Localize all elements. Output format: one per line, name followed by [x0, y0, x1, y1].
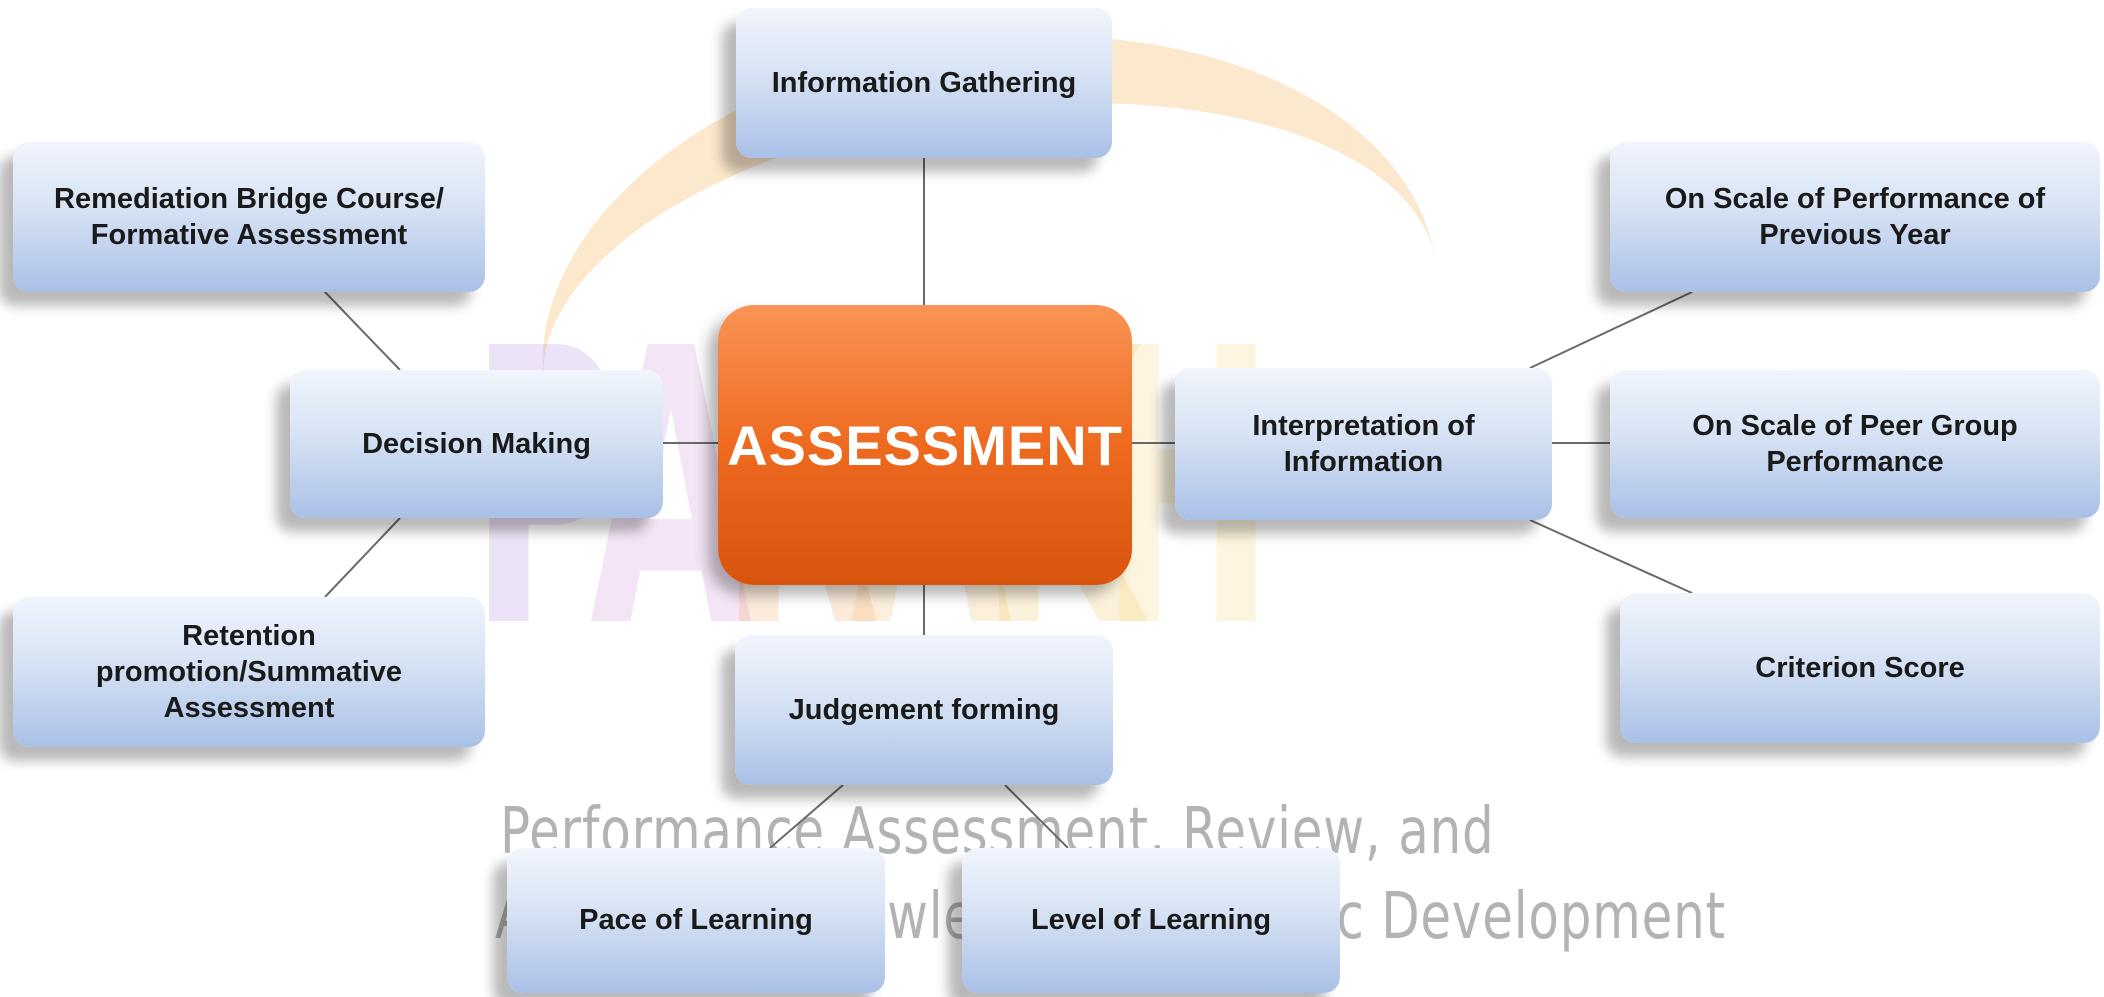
pace-of-learning-label: Pace of Learning [579, 904, 813, 937]
connector-interpretation-previous-year [1529, 291, 1693, 369]
remediation-box: Remediation Bridge Course/ Formative Ass… [13, 142, 485, 292]
scale-previous-year-label: On Scale of Performance of Previous Year [1664, 182, 2046, 251]
connector-interpretation-criterion [1529, 519, 1693, 594]
information-gathering-label: Information Gathering [771, 66, 1077, 99]
level-of-learning-box: Level of Learning [962, 848, 1340, 993]
connector-judgement-level [1004, 784, 1069, 849]
retention-label: Retention promotion/Summative Assessment [95, 619, 403, 725]
criterion-score-label: Criterion Score [1755, 651, 1965, 684]
retention-box: Retention promotion/Summative Assessment [13, 597, 485, 747]
center-assessment-label: ASSESSMENT [727, 413, 1123, 477]
pace-of-learning-box: Pace of Learning [507, 848, 885, 993]
judgement-forming-label: Judgement forming [788, 693, 1060, 726]
judgement-forming-box: Judgement forming [735, 635, 1113, 785]
scale-peer-group-box: On Scale of Peer Group Performance [1610, 370, 2100, 518]
center-assessment-box: ASSESSMENT [718, 305, 1132, 585]
connector-decision-remediation [324, 291, 401, 371]
level-of-learning-label: Level of Learning [1030, 904, 1272, 937]
decision-making-box: Decision Making [290, 370, 663, 518]
scale-peer-group-label: On Scale of Peer Group Performance [1692, 409, 2018, 478]
remediation-label: Remediation Bridge Course/ Formative Ass… [54, 182, 444, 251]
connector-decision-retention [324, 517, 401, 598]
criterion-score-box: Criterion Score [1620, 593, 2100, 743]
scale-previous-year-box: On Scale of Performance of Previous Year [1610, 142, 2100, 292]
information-gathering-box: Information Gathering [736, 8, 1112, 158]
interpretation-label: Interpretation of Information [1252, 409, 1475, 478]
decision-making-label: Decision Making [362, 427, 591, 460]
interpretation-box: Interpretation of Information [1175, 368, 1552, 520]
connector-judgement-pace [769, 784, 844, 849]
